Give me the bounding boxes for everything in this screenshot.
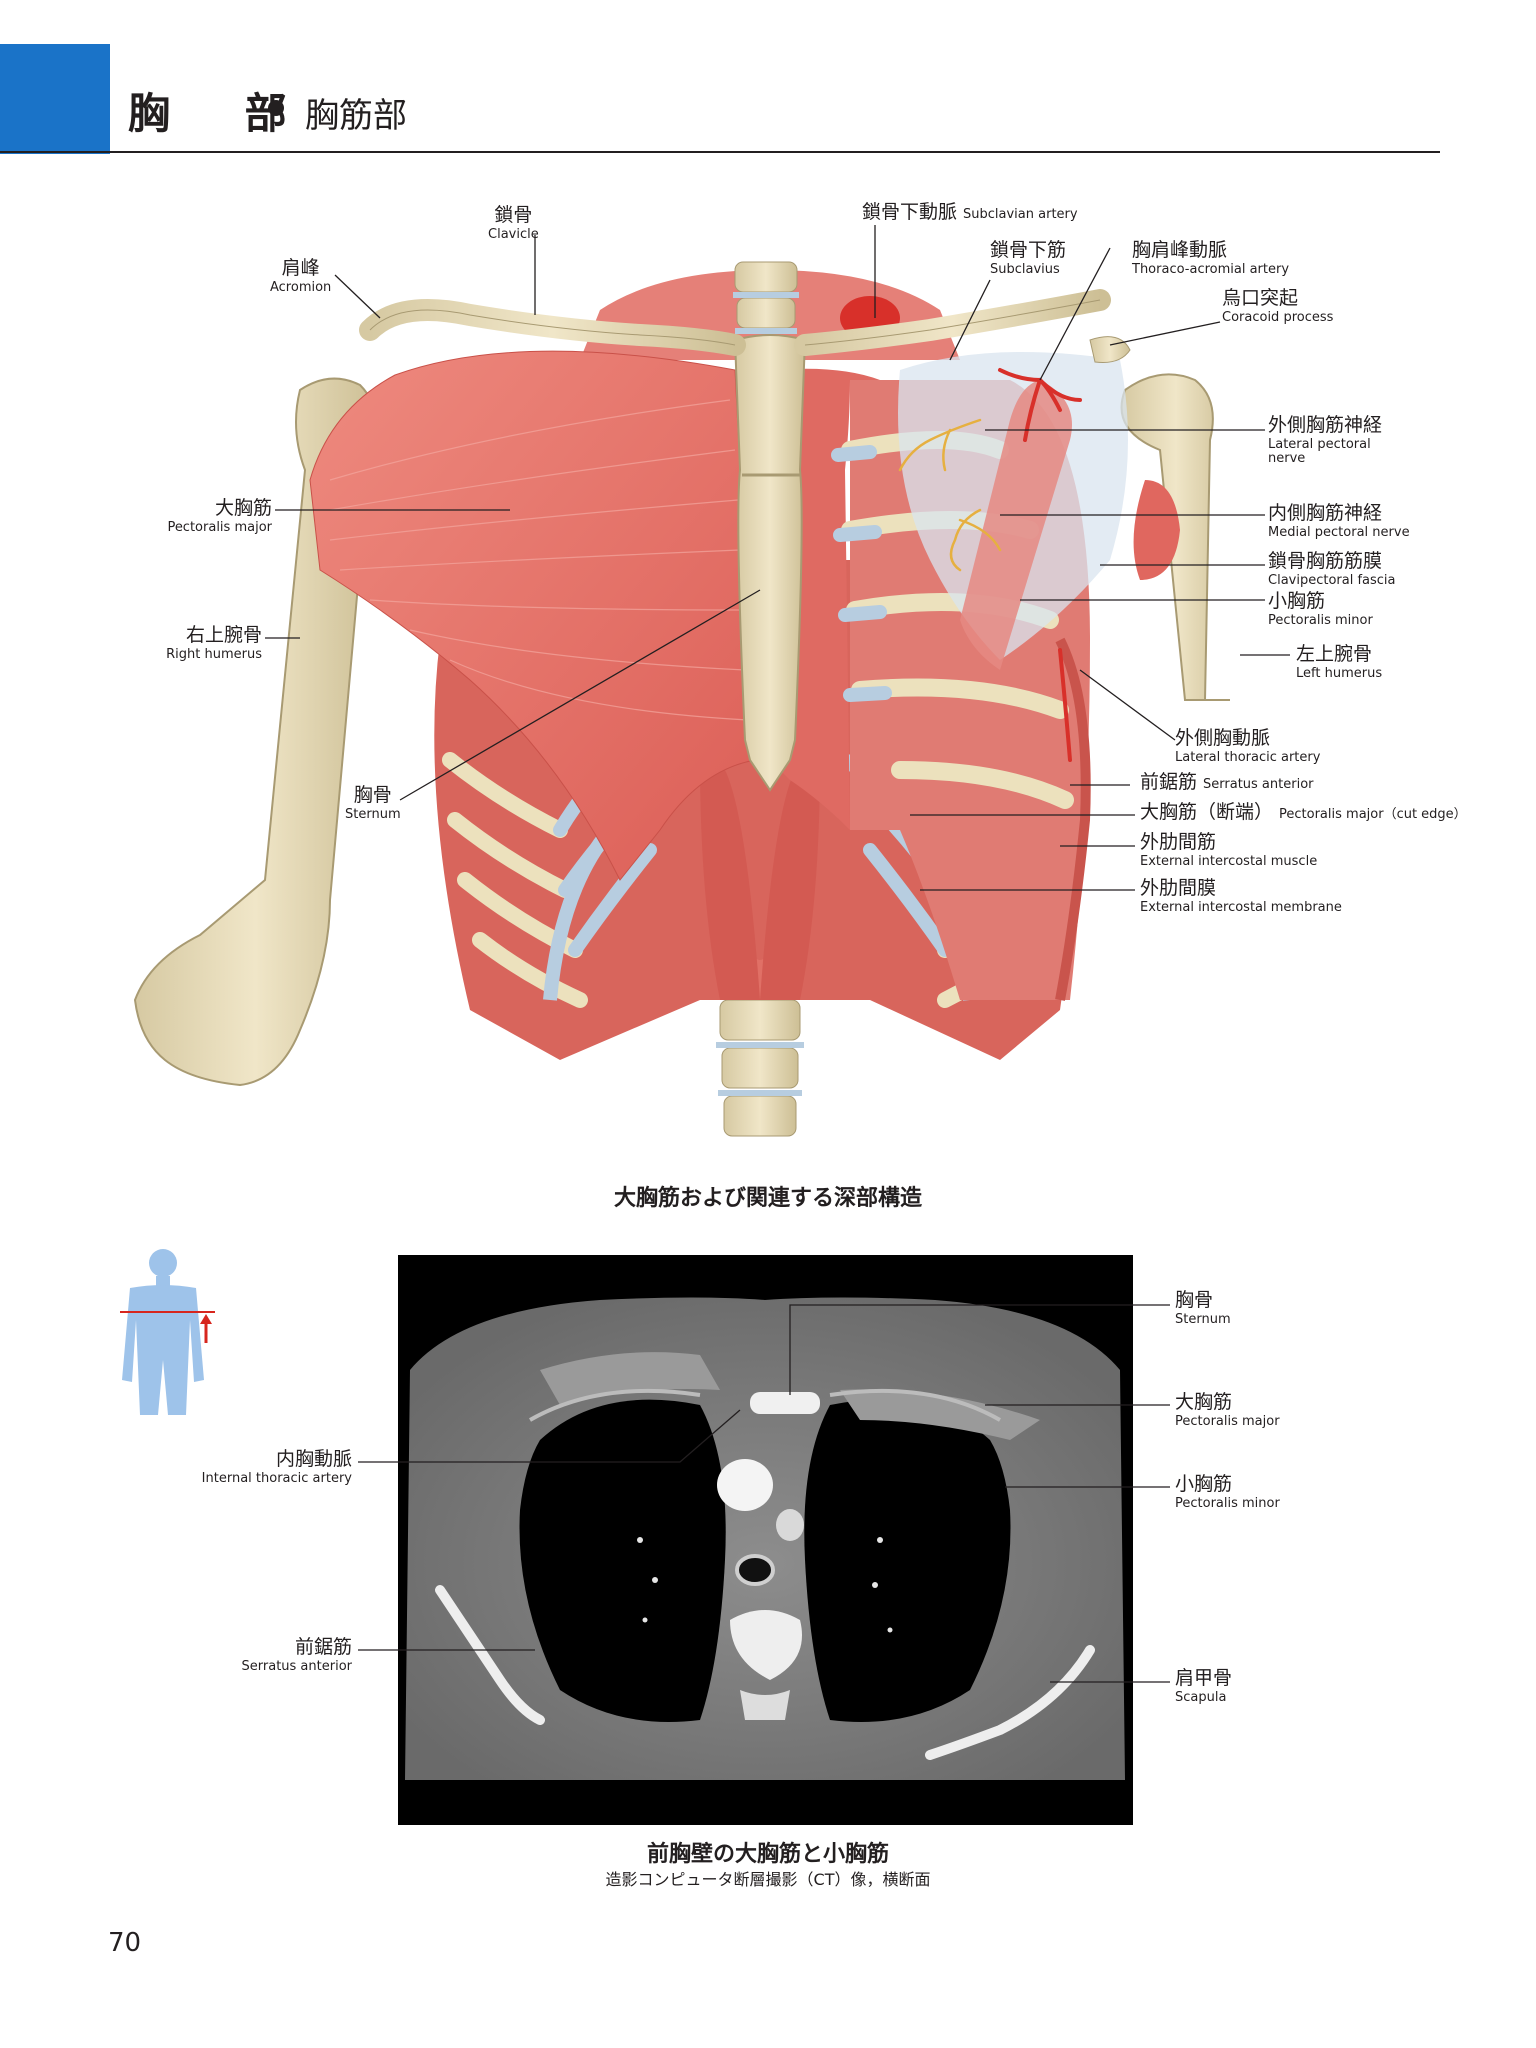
label-thoraco-acromial-artery: 胸肩峰動脈 Thoraco-acromial artery xyxy=(1132,239,1290,277)
page-subtitle: 胸筋部 xyxy=(305,96,407,136)
ct-label-pectoralis-major: 大胸筋 Pectoralis major xyxy=(1175,1391,1280,1429)
label-subclavius: 鎖骨下筋 Subclavius xyxy=(990,239,1067,277)
ct-label-scapula: 肩甲骨 Scapula xyxy=(1175,1667,1233,1705)
label-acromion: 肩峰 Acromion xyxy=(270,257,332,295)
label-coracoid-process: 烏口突起 Coracoid process xyxy=(1222,287,1334,325)
label-clavipectoral-fascia: 鎖骨胸筋筋膜 Clavipectoral fascia xyxy=(1268,550,1396,588)
ct-scan-image xyxy=(398,1255,1133,1825)
label-medial-pectoral-nerve: 内側胸筋神経 Medial pectoral nerve xyxy=(1268,502,1410,540)
title-bullet xyxy=(268,100,284,116)
label-pectoralis-major-cut-edge: 大胸筋（断端）Pectoralis major（cut edge） xyxy=(1140,801,1467,823)
label-external-intercostal-membrane: 外肋間膜 External intercostal membrane xyxy=(1140,877,1342,915)
label-right-humerus: 右上腕骨 Right humerus xyxy=(166,624,262,662)
ct-label-serratus-anterior: 前鋸筋 Serratus anterior xyxy=(241,1636,352,1674)
ct-label-sternum: 胸骨 Sternum xyxy=(1175,1289,1231,1327)
header-rule xyxy=(0,151,1440,153)
label-left-humerus: 左上腕骨 Left humerus xyxy=(1296,643,1383,681)
label-sternum: 胸骨 Sternum xyxy=(345,784,401,822)
label-clavicle: 鎖骨 Clavicle xyxy=(488,204,539,242)
body-orientation-icon xyxy=(120,1249,215,1415)
page-title: 胸 部 xyxy=(128,89,317,138)
ct-label-pectoralis-minor: 小胸筋 Pectoralis minor xyxy=(1175,1473,1280,1511)
figure2-subcaption: 造影コンピュータ断層撮影（CT）像，横断面 xyxy=(605,1870,931,1889)
page-number: 70 xyxy=(108,1928,142,1958)
section-color-tab xyxy=(0,44,110,154)
label-lateral-thoracic-artery: 外側胸動脈 Lateral thoracic artery xyxy=(1175,727,1321,765)
figure1-caption: 大胸筋および関連する深部構造 xyxy=(613,1186,922,1211)
label-lateral-pectoral-nerve: 外側胸筋神経 Lateral pectoral nerve xyxy=(1268,414,1383,467)
label-pectoralis-minor: 小胸筋 Pectoralis minor xyxy=(1268,590,1373,628)
label-pectoralis-major: 大胸筋 Pectoralis major xyxy=(167,497,272,535)
ct-label-internal-thoracic-artery: 内胸動脈 Internal thoracic artery xyxy=(201,1448,352,1486)
figure2-caption: 前胸壁の大胸筋と小胸筋 xyxy=(646,1842,889,1867)
label-external-intercostal-muscle: 外肋間筋 External intercostal muscle xyxy=(1140,831,1318,869)
